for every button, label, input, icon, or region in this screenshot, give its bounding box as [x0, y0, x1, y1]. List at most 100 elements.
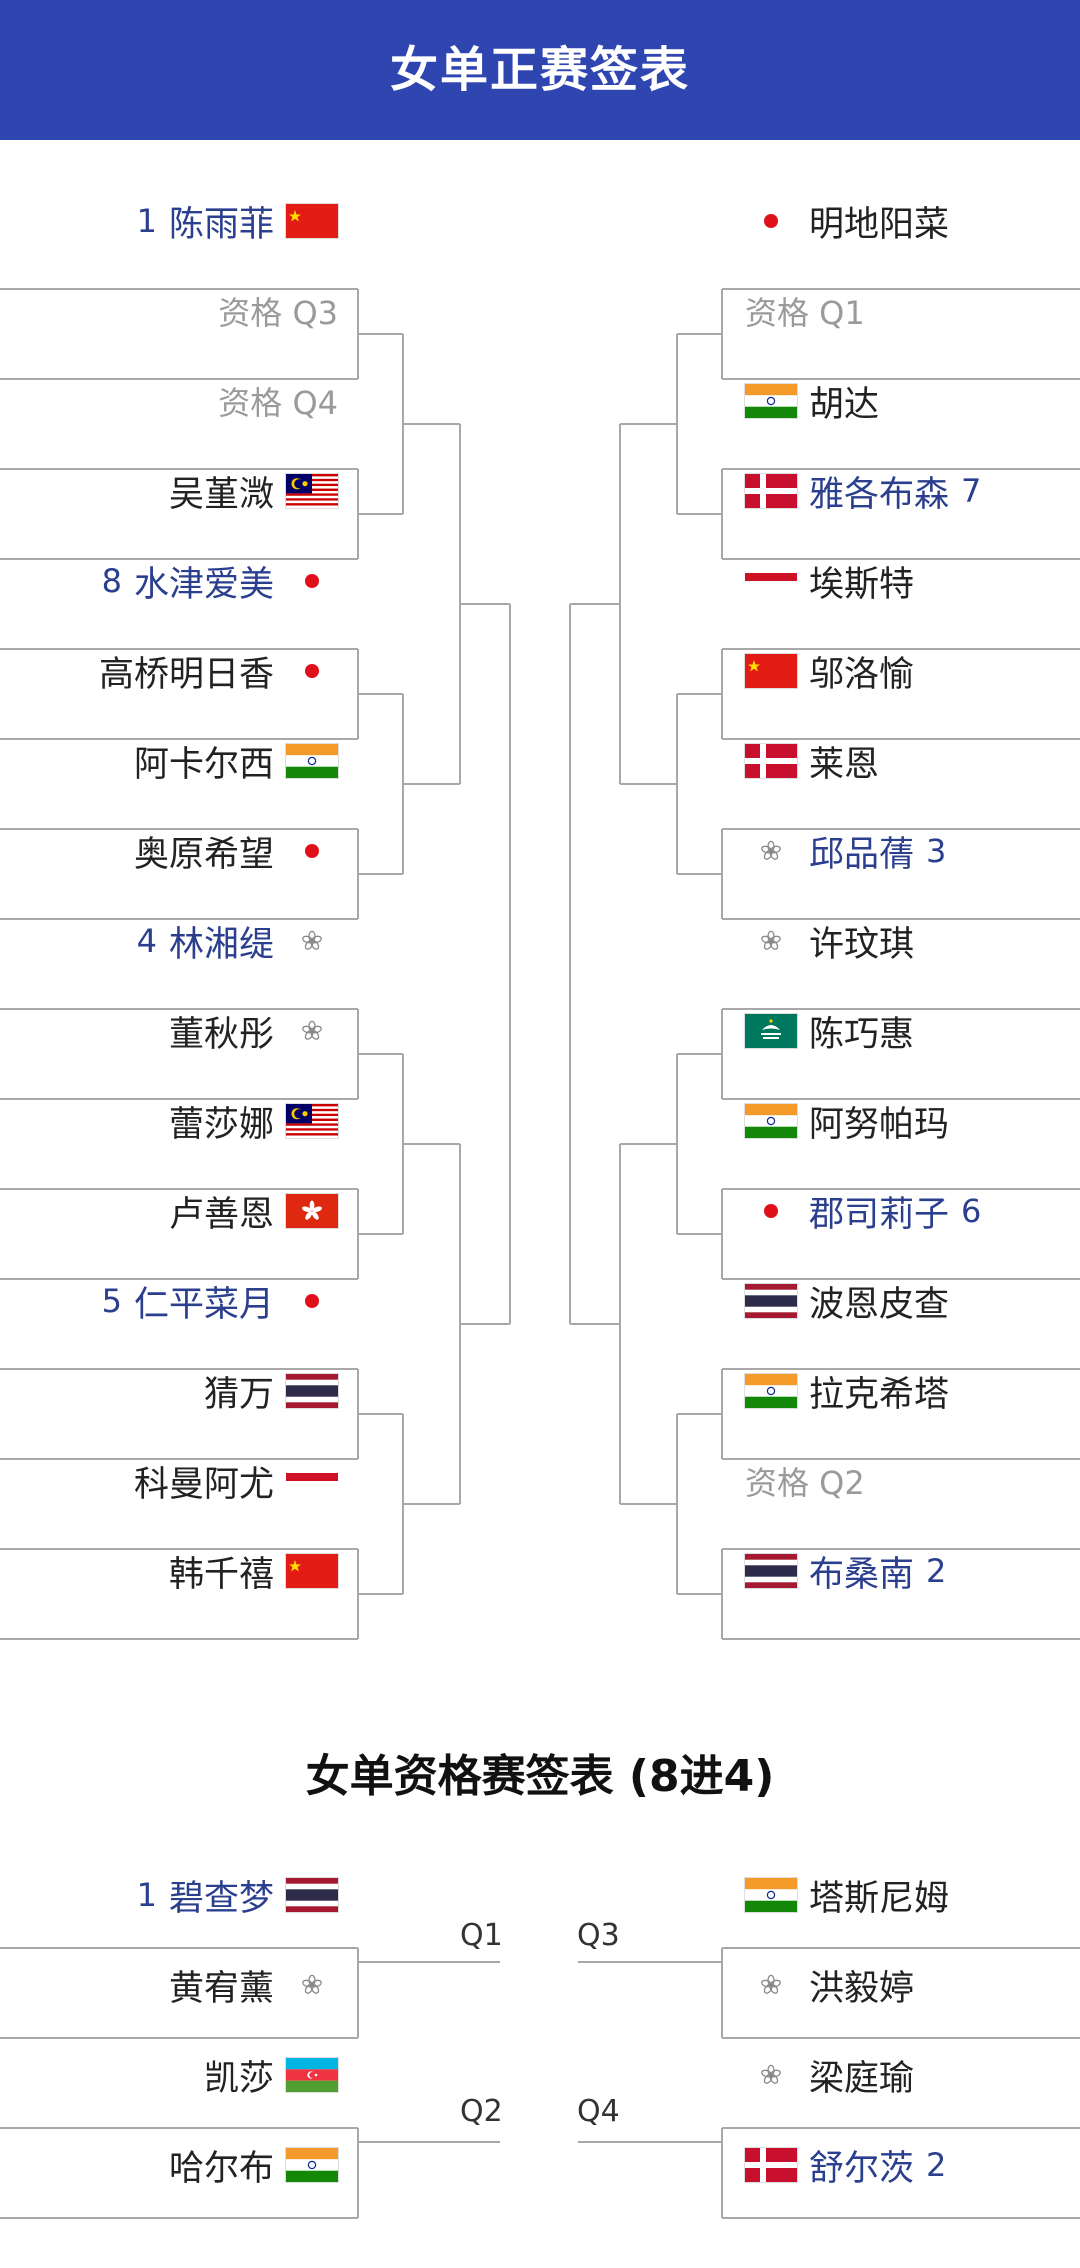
- seed-number: 1: [136, 202, 157, 240]
- denmark-flag-icon: [744, 2147, 798, 2183]
- main-entry[interactable]: 资格 Q4: [20, 372, 338, 430]
- player-name: 明地阳菜: [809, 204, 950, 245]
- player-name: 科曼阿尤: [133, 1464, 274, 1505]
- japan-flag-icon: [286, 1284, 338, 1318]
- main-entry[interactable]: 蕾莎娜: [20, 1092, 339, 1150]
- japan-flag-icon: [286, 564, 338, 598]
- main-entry[interactable]: 4 林湘缇: [20, 912, 338, 970]
- player-name: 许玟琪: [809, 924, 915, 965]
- main-entry[interactable]: 高桥明日香: [20, 642, 338, 700]
- player-name: 仁平菜月: [133, 1284, 274, 1325]
- thailand-flag-icon: [285, 1373, 339, 1409]
- main-entry[interactable]: 8 水津爱美: [20, 552, 338, 610]
- qualifying-entry[interactable]: 塔斯尼姆: [744, 1866, 1075, 1924]
- thailand-flag-icon: [285, 1877, 339, 1913]
- qualifying-entry[interactable]: 哈尔布: [20, 2136, 339, 2194]
- qualifying-entry[interactable]: 洪毅婷: [745, 1956, 1075, 2014]
- player-name: 阿努帕玛: [809, 1104, 950, 1145]
- india-flag-icon: [744, 1373, 798, 1409]
- japan-flag-icon: [745, 1194, 797, 1228]
- player-name: 林湘缇: [168, 924, 274, 965]
- main-entry[interactable]: 莱恩: [744, 732, 1075, 790]
- main-entry[interactable]: 波恩皮查: [744, 1272, 1075, 1330]
- azerbaijan-flag-icon: [285, 2057, 339, 2093]
- player-name: 卢善恩: [168, 1194, 274, 1235]
- match-label-q1: Q1: [460, 1918, 503, 1953]
- qualifier-slot: 资格 Q3: [218, 294, 338, 332]
- seed-number: 8: [101, 562, 122, 600]
- main-entry[interactable]: 吴堇溦: [20, 462, 339, 520]
- main-entry[interactable]: 资格 Q2: [745, 1452, 1075, 1510]
- malaysia-flag-icon: [285, 473, 339, 509]
- player-name: 邬洛愉: [809, 654, 915, 695]
- india-flag-icon: [744, 383, 798, 419]
- player-name: 洪毅婷: [809, 1968, 915, 2009]
- japan-flag-icon: [745, 204, 797, 238]
- player-name: 莱恩: [809, 744, 880, 785]
- seed-number: 1: [136, 1876, 157, 1914]
- main-entry[interactable]: 奥原希望: [20, 822, 338, 880]
- player-name: 凯莎: [203, 2058, 274, 2099]
- player-name: 董秋彤: [168, 1014, 274, 1055]
- main-entry[interactable]: 科曼阿尤: [20, 1452, 338, 1510]
- main-entry[interactable]: 陈巧惠: [744, 1002, 1075, 1060]
- chinese-taipei-flag-icon: [286, 1968, 338, 2002]
- player-name: 韩千禧: [168, 1554, 274, 1595]
- china-flag-icon: [285, 1553, 339, 1589]
- qualifying-entry[interactable]: 黄宥薰: [20, 1956, 338, 2014]
- player-name: 水津爱美: [133, 564, 274, 605]
- main-entry[interactable]: 董秋彤: [20, 1002, 338, 1060]
- main-entry[interactable]: 胡达: [744, 372, 1075, 430]
- page-title: 女单正赛签表: [389, 42, 690, 98]
- player-name: 陈雨菲: [168, 204, 274, 245]
- main-entry[interactable]: 明地阳菜: [745, 192, 1075, 250]
- seed-number: 4: [136, 922, 157, 960]
- qualifying-entry[interactable]: 凯莎: [20, 2046, 339, 2104]
- main-entry[interactable]: 阿努帕玛: [744, 1092, 1075, 1150]
- player-name: 雅各布森: [809, 474, 950, 515]
- player-name: 猜万: [203, 1374, 274, 1415]
- india-flag-icon: [285, 2147, 339, 2183]
- seed-number: 6: [961, 1192, 982, 1230]
- player-name: 奥原希望: [133, 834, 274, 875]
- main-entry[interactable]: 埃斯特: [745, 552, 1075, 610]
- seed-number: 2: [926, 1552, 947, 1590]
- chinese-taipei-flag-icon: [745, 924, 797, 958]
- player-name: 塔斯尼姆: [809, 1878, 950, 1919]
- main-entry[interactable]: 许玟琪: [745, 912, 1075, 970]
- denmark-flag-icon: [744, 743, 798, 779]
- player-name: 拉克希塔: [809, 1374, 950, 1415]
- main-entry[interactable]: 资格 Q1: [745, 282, 1075, 340]
- thailand-flag-icon: [744, 1283, 798, 1319]
- chinese-taipei-flag-icon: [286, 1014, 338, 1048]
- qualifier-slot: 资格 Q2: [745, 1464, 865, 1502]
- indonesia-flag-icon: [286, 1464, 338, 1498]
- main-entry[interactable]: 卢善恩: [20, 1182, 339, 1240]
- player-name: 胡达: [809, 384, 880, 425]
- main-entry[interactable]: 资格 Q3: [20, 282, 338, 340]
- header-bar: 女单正赛签表: [0, 0, 1080, 140]
- chinese-taipei-flag-icon: [745, 1968, 797, 2002]
- chinese-taipei-flag-icon: [745, 834, 797, 868]
- player-name: 黄宥薰: [168, 1968, 274, 2009]
- main-entry[interactable]: 拉克希塔: [744, 1362, 1075, 1420]
- main-entry[interactable]: 猜万: [20, 1362, 339, 1420]
- main-entry[interactable]: 邬洛愉: [744, 642, 1075, 700]
- qualifier-slot: 资格 Q4: [218, 384, 338, 422]
- india-flag-icon: [744, 1877, 798, 1913]
- player-name: 阿卡尔西: [133, 744, 274, 785]
- player-name: 陈巧惠: [809, 1014, 915, 1055]
- main-entry[interactable]: 1 陈雨菲: [20, 192, 339, 250]
- main-entry[interactable]: 阿卡尔西: [20, 732, 339, 790]
- macau-flag-icon: [744, 1013, 798, 1049]
- main-entry[interactable]: 韩千禧: [20, 1542, 339, 1600]
- qualifying-entry[interactable]: 梁庭瑜: [745, 2046, 1075, 2104]
- player-name: 邱品蒨: [809, 834, 915, 875]
